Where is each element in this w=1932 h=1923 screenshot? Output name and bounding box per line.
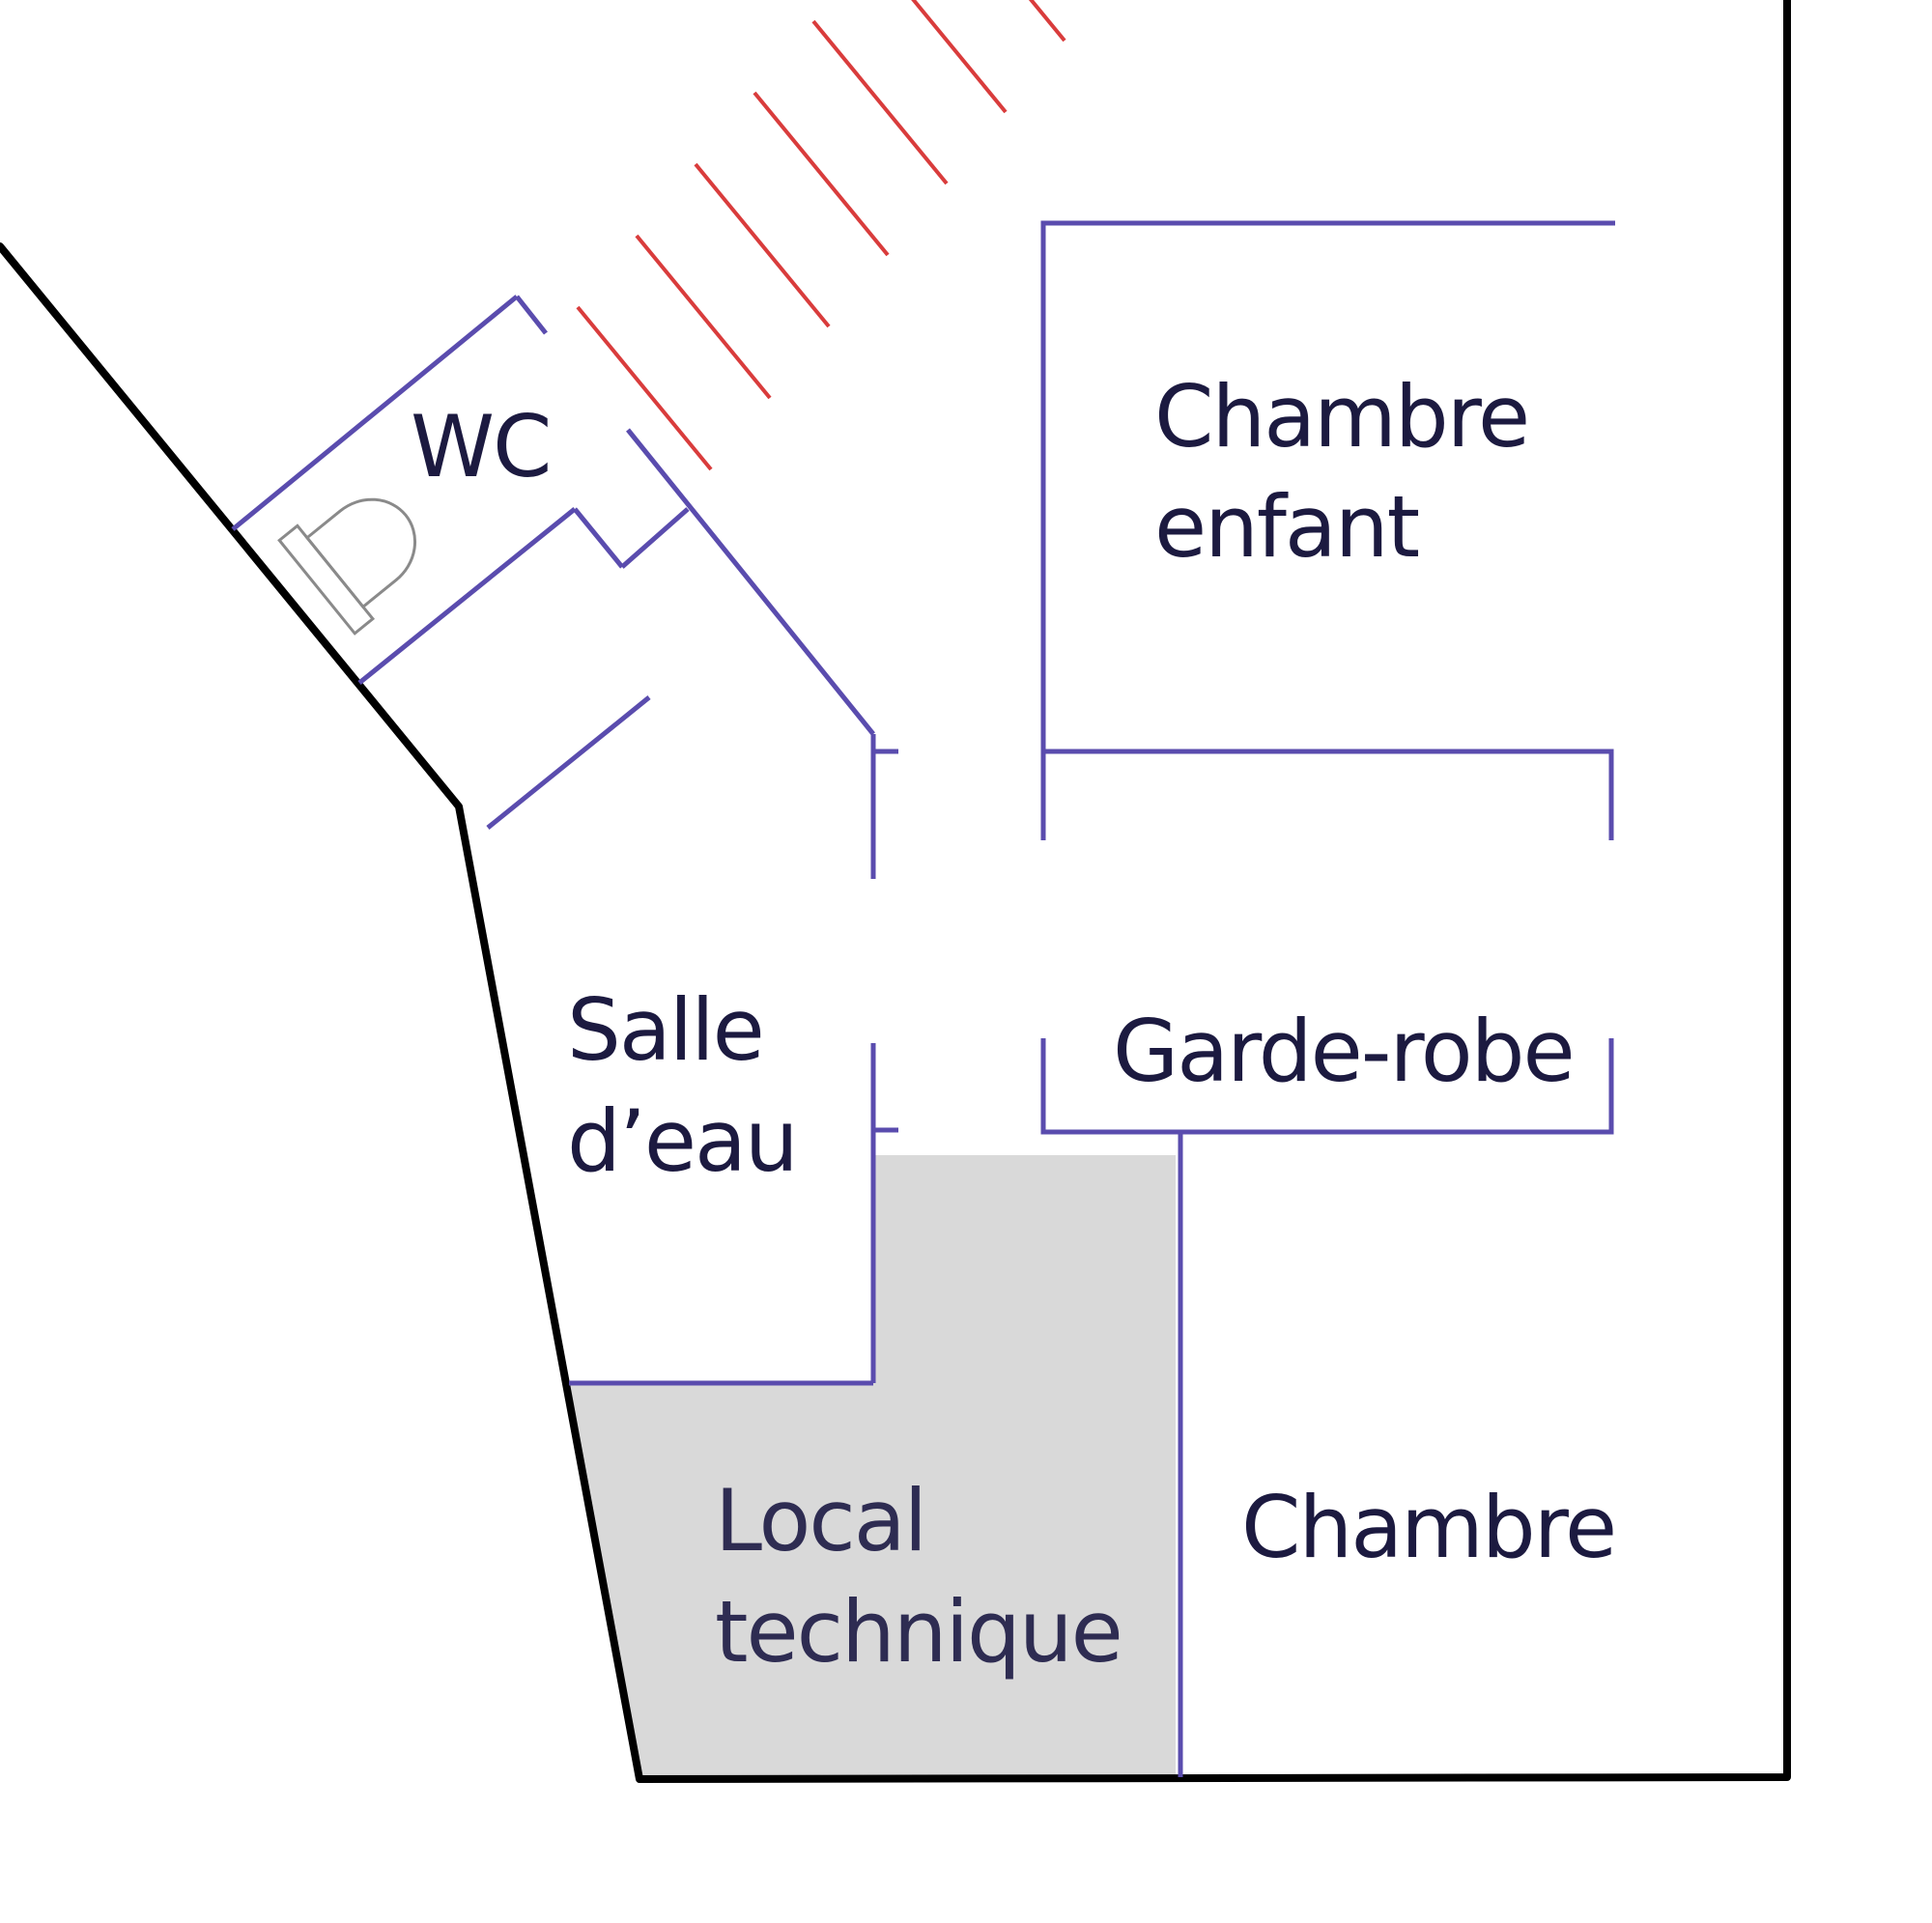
stair-tread xyxy=(753,91,890,257)
local-technique-label-line2: technique xyxy=(715,1582,1122,1682)
outer-walls xyxy=(0,0,1791,1783)
stair-tread xyxy=(911,0,1008,114)
local-technique-label-line1: Local xyxy=(715,1471,925,1570)
chambre-label: Chambre xyxy=(1241,1478,1615,1577)
toilet-icon xyxy=(277,497,417,636)
stair-tread xyxy=(811,19,949,185)
stair-tread xyxy=(1028,0,1066,42)
staircase xyxy=(576,0,1066,471)
wc-label: WC xyxy=(411,397,550,496)
chambre-enfant-label-line1: Chambre xyxy=(1154,367,1528,467)
inner-walls xyxy=(231,220,1615,1777)
local-technique-area xyxy=(569,1155,1176,1777)
salle-eau-label-line2: d’eau xyxy=(567,1091,797,1191)
salle-eau-label-line1: Salle xyxy=(567,980,763,1080)
stair-tread xyxy=(576,305,713,471)
garde-robe-label: Garde-robe xyxy=(1113,1002,1574,1101)
chambre-enfant-label-line2: enfant xyxy=(1154,477,1419,577)
stair-tread xyxy=(635,234,772,400)
stair-tread xyxy=(694,162,831,328)
